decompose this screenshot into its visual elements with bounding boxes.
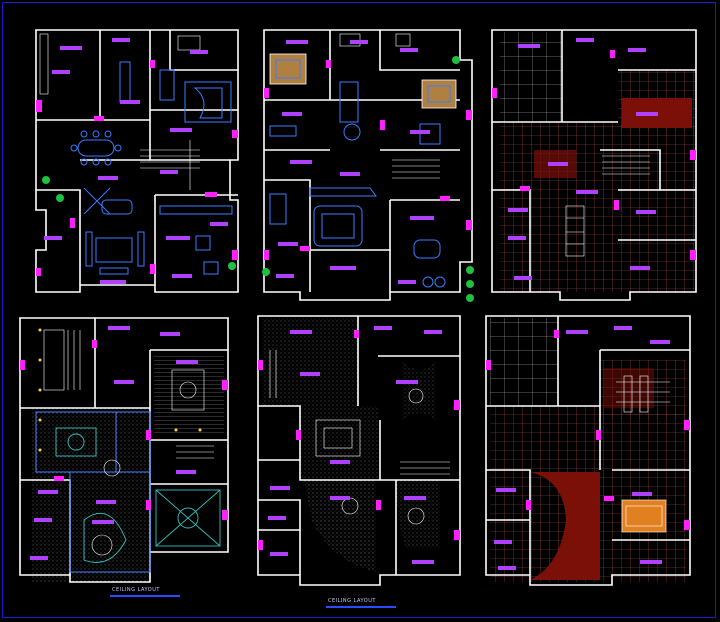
ground-floor-flooring-plan <box>491 29 697 301</box>
first-floor-flooring-plan <box>485 315 691 586</box>
ground-floor-ceiling-plan <box>19 317 229 583</box>
ground-floor-furniture-plan <box>35 29 239 293</box>
first-floor-ceiling-plan <box>257 315 461 586</box>
first-floor-furniture-plan <box>262 29 474 302</box>
caption-underline <box>326 606 396 608</box>
ceiling-layout-caption: CEILING LAYOUT <box>112 587 160 593</box>
caption-underline <box>110 595 180 597</box>
ceiling-layout-caption: CEILING LAYOUT <box>328 598 376 604</box>
